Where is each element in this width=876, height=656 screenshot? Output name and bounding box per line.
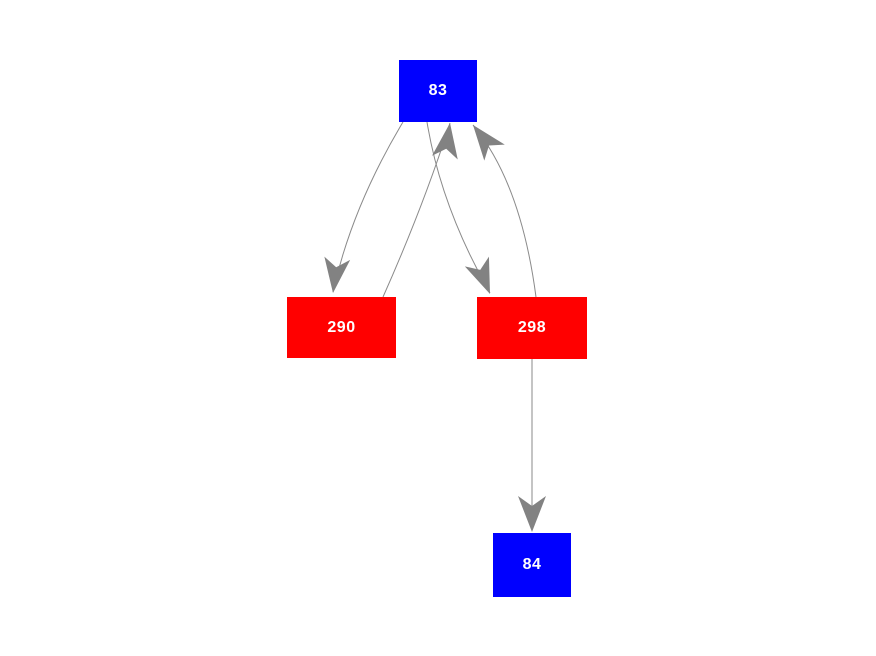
arrowhead-298-to-84 — [518, 496, 546, 532]
graph-node-83: 83 — [399, 60, 477, 122]
arrowhead-83-to-298 — [464, 256, 490, 294]
node-label: 290 — [327, 318, 356, 336]
node-label: 83 — [428, 82, 448, 99]
arrowhead-298-to-83 — [473, 125, 505, 161]
graph-node-290: 290 — [287, 297, 396, 358]
graph-node-298: 298 — [477, 297, 587, 359]
node-label: 298 — [517, 319, 547, 336]
arrowhead-290-to-83 — [432, 123, 458, 160]
graph-node-84: 84 — [493, 533, 571, 597]
node-label: 84 — [522, 556, 542, 573]
arrowhead-83-to-290 — [324, 256, 351, 293]
